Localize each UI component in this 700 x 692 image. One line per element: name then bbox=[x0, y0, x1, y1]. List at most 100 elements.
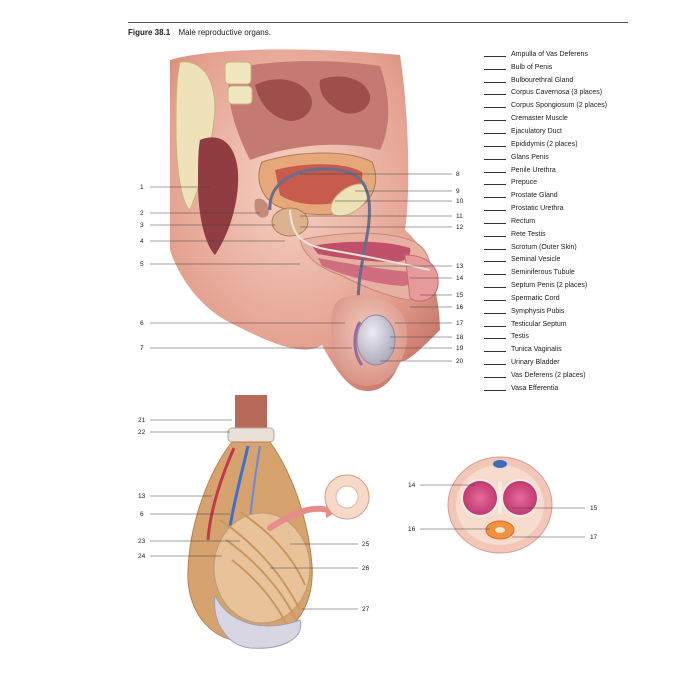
label-bank-item[interactable]: Vasa Efferentia bbox=[484, 382, 684, 395]
tubule-lumen bbox=[335, 485, 359, 509]
label-bank-item[interactable]: Ejaculatory Duct bbox=[484, 125, 684, 138]
answer-blank[interactable] bbox=[484, 120, 506, 122]
label-text: Urinary Bladder bbox=[511, 359, 560, 367]
answer-blank[interactable] bbox=[484, 325, 506, 327]
answer-blank[interactable] bbox=[484, 287, 506, 289]
callout-number: 2 bbox=[140, 210, 144, 217]
answer-blank[interactable] bbox=[484, 210, 506, 212]
label-bank-item[interactable]: Prostate Gland bbox=[484, 189, 684, 202]
sagittal-numbers: 1 2 3 4 5 6 7 8 9 10 11 12 13 14 15 16 1… bbox=[140, 171, 464, 365]
cross-section-numbers: 14 16 15 17 bbox=[408, 482, 598, 541]
label-bank-item[interactable]: Epididymis (2 places) bbox=[484, 138, 684, 151]
answer-blank[interactable] bbox=[484, 107, 506, 109]
label-text: Penile Urethra bbox=[511, 166, 556, 174]
answer-blank[interactable] bbox=[484, 145, 506, 147]
callout-number: 7 bbox=[140, 345, 144, 352]
label-bank-item[interactable]: Prostatic Urethra bbox=[484, 202, 684, 215]
symphysis-pubis-shape bbox=[330, 183, 370, 217]
testis-leader-lines bbox=[150, 419, 358, 610]
figure-caption: Male reproductive organs. bbox=[178, 28, 271, 37]
label-bank-item[interactable]: Tunica Vaginalis bbox=[484, 343, 684, 356]
label-bank-item[interactable]: Penile Urethra bbox=[484, 164, 684, 177]
label-bank-item[interactable]: Spermatic Cord bbox=[484, 292, 684, 305]
answer-blank[interactable] bbox=[484, 184, 506, 186]
label-text: Rete Testis bbox=[511, 230, 546, 238]
label-text: Vas Deferens (2 places) bbox=[511, 372, 586, 380]
label-text: Prostate Gland bbox=[511, 192, 558, 200]
label-text: Rectum bbox=[511, 217, 536, 225]
answer-blank[interactable] bbox=[484, 94, 506, 96]
callout-number: 13 bbox=[456, 263, 464, 270]
answer-blank[interactable] bbox=[484, 132, 506, 134]
label-bank-item[interactable]: Seminiferous Tubule bbox=[484, 266, 684, 279]
label-bank-item[interactable]: Scrotum (Outer Skin) bbox=[484, 241, 684, 254]
answer-blank[interactable] bbox=[484, 338, 506, 340]
tunica-vaginalis-shape bbox=[214, 594, 302, 649]
cremaster-band bbox=[227, 427, 275, 443]
answer-blank[interactable] bbox=[484, 81, 506, 83]
callout-number: 8 bbox=[456, 171, 460, 178]
label-bank-item[interactable]: Corpus Cavernosa (3 places) bbox=[484, 87, 684, 100]
answer-blank[interactable] bbox=[484, 197, 506, 199]
callout-number: 14 bbox=[408, 482, 416, 489]
callout-number: 16 bbox=[456, 304, 464, 311]
answer-blank[interactable] bbox=[484, 364, 506, 366]
label-text: Scrotum (Outer Skin) bbox=[511, 243, 577, 251]
answer-blank[interactable] bbox=[484, 68, 506, 70]
answer-blank[interactable] bbox=[484, 377, 506, 379]
label-bank-item[interactable]: Rete Testis bbox=[484, 228, 684, 241]
callout-number: 14 bbox=[456, 275, 464, 282]
answer-blank[interactable] bbox=[484, 312, 506, 314]
answer-blank[interactable] bbox=[484, 274, 506, 276]
label-bank-item[interactable]: Bulb of Penis bbox=[484, 61, 684, 74]
vertebra bbox=[224, 61, 252, 85]
answer-blank[interactable] bbox=[484, 389, 506, 391]
sagittal-section-illustration bbox=[170, 49, 440, 391]
label-bank-item[interactable]: Bulbourethral Gland bbox=[484, 74, 684, 87]
callout-number: 15 bbox=[590, 505, 598, 512]
callout-number: 17 bbox=[590, 534, 598, 541]
answer-blank[interactable] bbox=[484, 171, 506, 173]
callout-number: 11 bbox=[456, 213, 463, 220]
answer-blank[interactable] bbox=[484, 222, 506, 224]
label-bank-item[interactable]: Seminal Vesicle bbox=[484, 254, 684, 267]
label-text: Ampulla of Vas Deferens bbox=[511, 50, 588, 58]
label-bank-item[interactable]: Septum Penis (2 places) bbox=[484, 279, 684, 292]
label-bank-item[interactable]: Cremaster Muscle bbox=[484, 112, 684, 125]
label-bank-item[interactable]: Testicular Septum bbox=[484, 318, 684, 331]
figure-title: Figure 38.1 Male reproductive organs. bbox=[128, 28, 271, 37]
label-bank-item[interactable]: Testis bbox=[484, 331, 684, 344]
answer-blank[interactable] bbox=[484, 299, 506, 301]
callout-number: 24 bbox=[138, 553, 146, 560]
answer-blank[interactable] bbox=[484, 235, 506, 237]
label-bank-item[interactable]: Vas Deferens (2 places) bbox=[484, 369, 684, 382]
label-text: Septum Penis (2 places) bbox=[511, 282, 588, 290]
callout-number: 21 bbox=[138, 417, 146, 424]
rectum-shape bbox=[198, 137, 239, 255]
label-text: Tunica Vaginalis bbox=[511, 346, 562, 354]
answer-blank[interactable] bbox=[484, 55, 506, 57]
testis-section-illustration bbox=[187, 395, 370, 649]
label-bank-item[interactable]: Prepuce bbox=[484, 176, 684, 189]
answer-blank[interactable] bbox=[484, 261, 506, 263]
label-text: Prepuce bbox=[511, 179, 538, 187]
testis-shape bbox=[356, 314, 396, 366]
callout-number: 12 bbox=[456, 224, 464, 231]
label-bank-item[interactable]: Rectum bbox=[484, 215, 684, 228]
label-bank-item[interactable]: Corpus Spongiosum (2 places) bbox=[484, 99, 684, 112]
label-bank-item[interactable]: Glans Penis bbox=[484, 151, 684, 164]
callout-number: 1 bbox=[140, 184, 144, 191]
callout-number: 3 bbox=[140, 222, 144, 229]
label-bank-item[interactable]: Symphysis Pubis bbox=[484, 305, 684, 318]
label-text: Vasa Efferentia bbox=[511, 384, 559, 392]
label-bank-item[interactable]: Ampulla of Vas Deferens bbox=[484, 48, 684, 61]
callout-number: 22 bbox=[138, 429, 146, 436]
callout-number: 13 bbox=[138, 493, 146, 500]
answer-blank[interactable] bbox=[484, 248, 506, 250]
answer-blank[interactable] bbox=[484, 351, 506, 353]
answer-blank[interactable] bbox=[484, 158, 506, 160]
label-text: Seminiferous Tubule bbox=[511, 269, 575, 277]
label-bank-item[interactable]: Urinary Bladder bbox=[484, 356, 684, 369]
vas-deferens-path bbox=[268, 167, 372, 321]
label-text: Glans Penis bbox=[511, 153, 549, 161]
